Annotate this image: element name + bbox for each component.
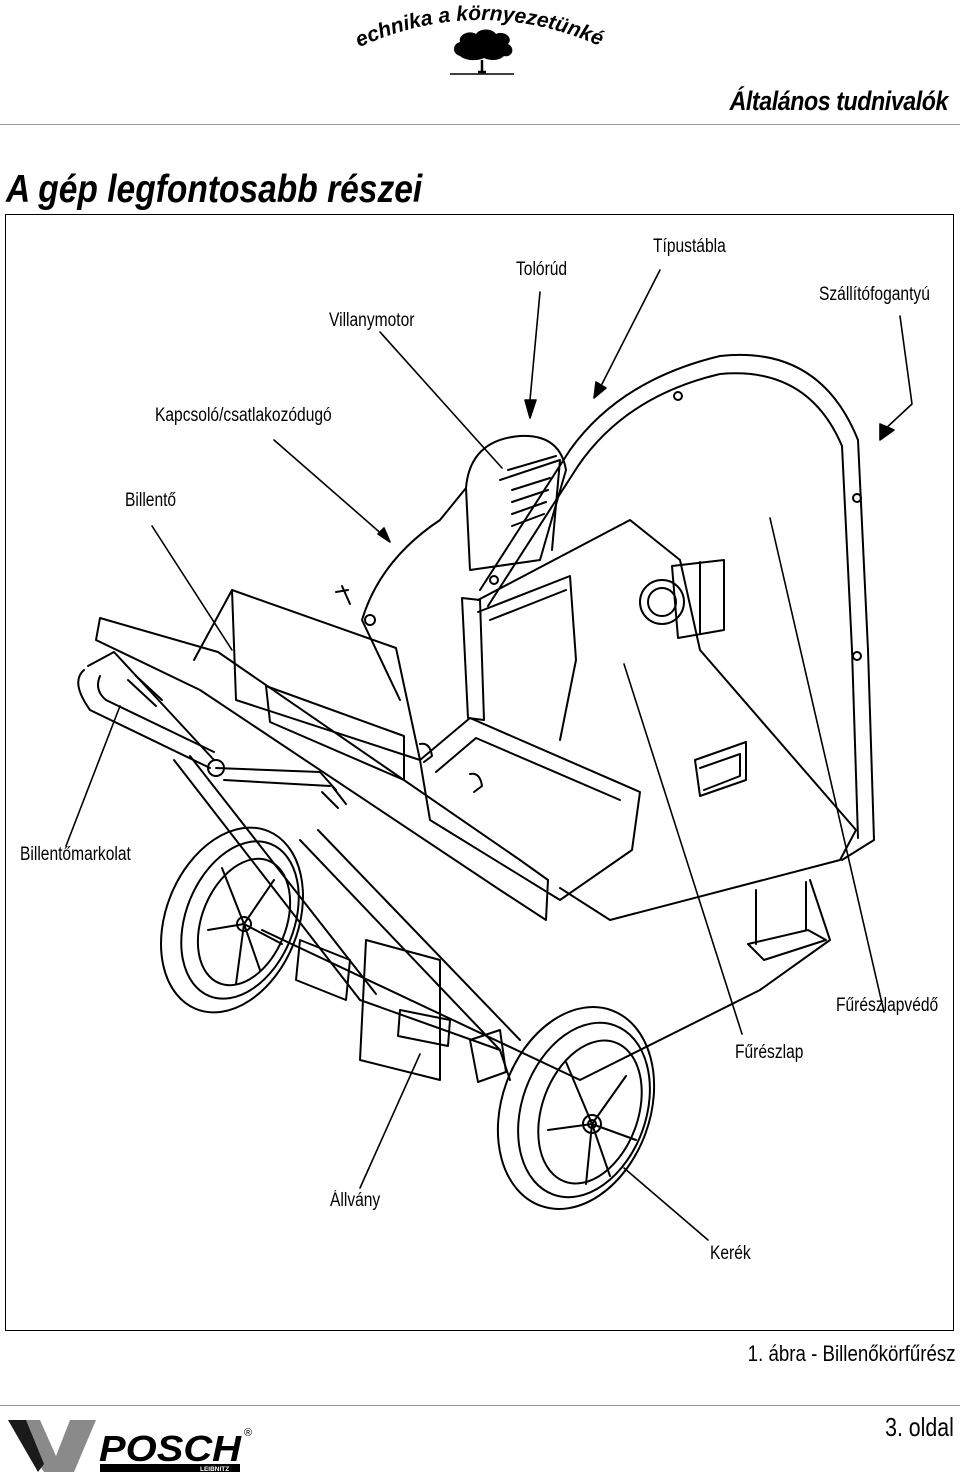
tree-icon: [450, 29, 514, 75]
figure-caption: 1. ábra - Billenőkörfűrész: [748, 1341, 956, 1366]
posch-emblem-icon: [8, 1420, 96, 1472]
left-wheel-drawing: [160, 826, 304, 1014]
motor-drawing: [335, 434, 567, 701]
label-villanymotor: Villanymotor: [329, 310, 415, 331]
label-fureszlap: Fűrészlap: [735, 1042, 804, 1063]
brand-name: POSCH: [99, 1428, 242, 1469]
label-tolorud: Tolórúd: [516, 259, 568, 280]
label-kerek: Kerék: [710, 1243, 751, 1264]
page-number: 3. oldal: [885, 1412, 954, 1442]
label-fureszlapvedo: Fűrészlapvédő: [836, 995, 939, 1016]
label-tipustabla: Típustábla: [653, 236, 726, 257]
tilt-handle-drawing: [77, 617, 549, 921]
figure-frame: [5, 214, 954, 1331]
header-divider: [0, 124, 960, 125]
label-kapcsolo: Kapcsoló/csatlakozódugó: [155, 405, 332, 426]
tilt-table-drawing: [193, 589, 641, 901]
section-title: Általános tudnivalók: [729, 86, 949, 116]
label-allvany: Állvány: [330, 1190, 381, 1211]
registered-mark: ®: [244, 1427, 252, 1439]
slogan-logo: Technika a környezetünkért: [300, 0, 607, 75]
footer-divider: [0, 1405, 960, 1406]
label-billentomarkolat: Billentőmarkolat: [20, 844, 131, 865]
label-szallitofogantyu: Szállítófogantyú: [819, 284, 930, 305]
posch-logo: POSCH LEIBNITZ ®: [8, 1420, 252, 1473]
page-title: A gép legfontosabb részei: [6, 168, 423, 211]
right-wheel-drawing: [496, 1006, 656, 1210]
callout-leaders: [65, 269, 913, 1241]
push-rod-drawing: [461, 575, 577, 741]
brand-sub: LEIBNITZ: [200, 1466, 229, 1473]
blade-guard-drawing: [479, 353, 875, 861]
label-billento: Billentő: [125, 490, 177, 511]
housing-drawing: [477, 519, 857, 921]
stand-drawing: [173, 755, 831, 1083]
